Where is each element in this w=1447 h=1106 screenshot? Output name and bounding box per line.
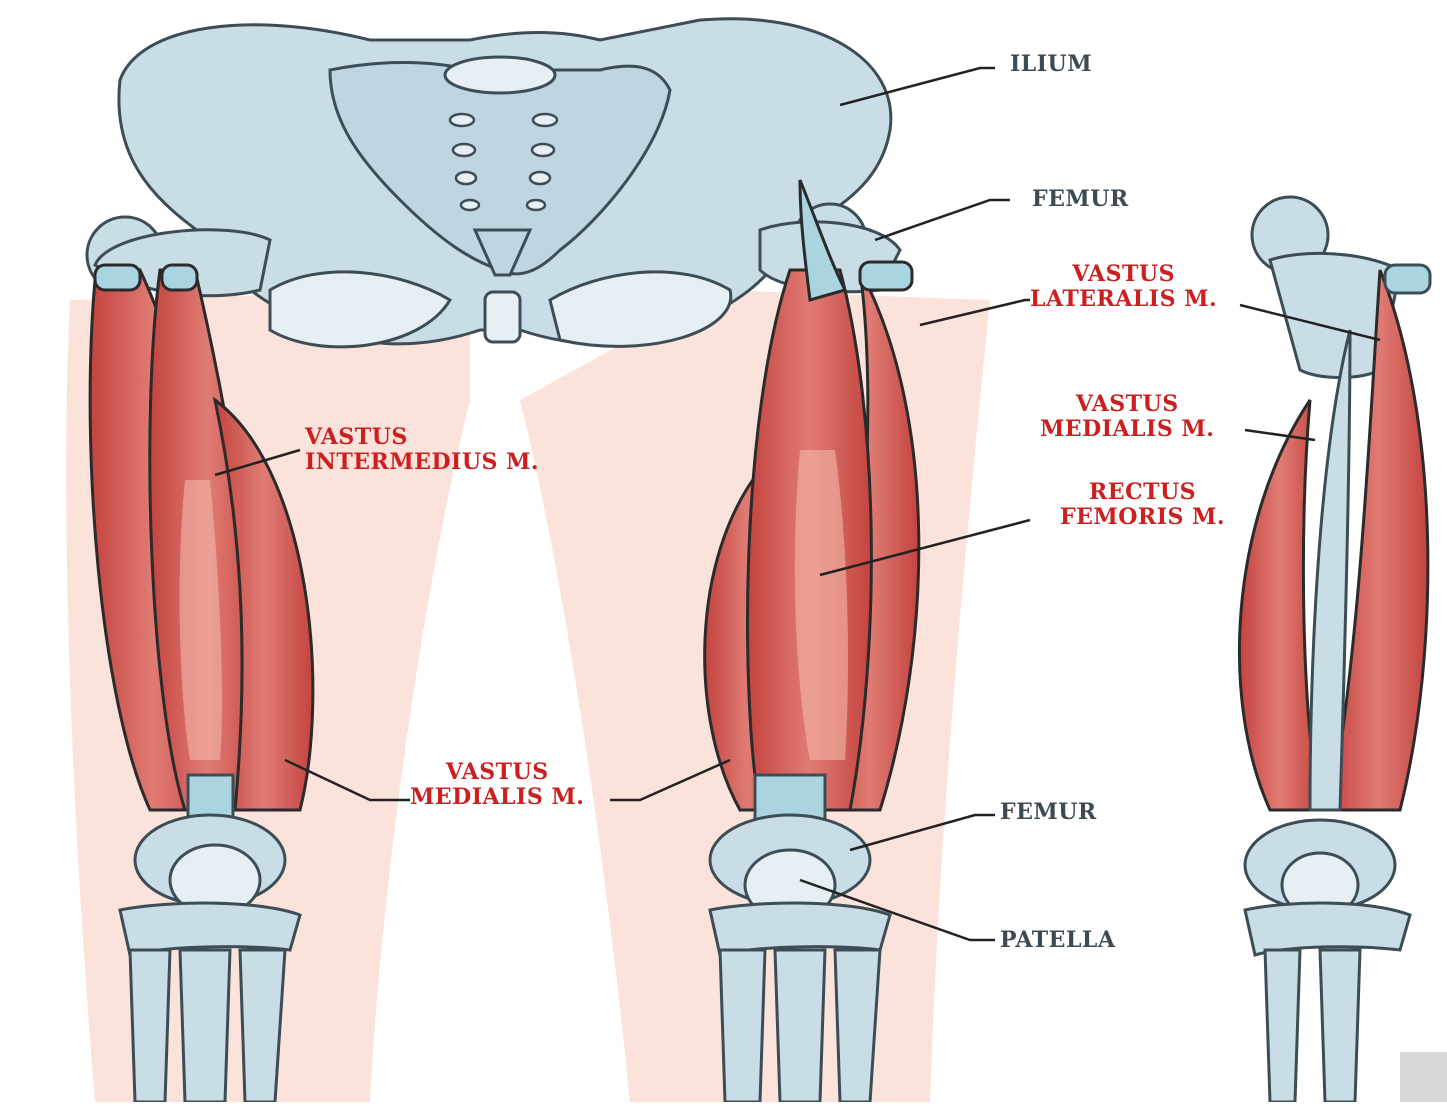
label-vastus-medialis-right: VASTUS MEDIALIS M. <box>1040 392 1214 442</box>
right-leg-side-view <box>1239 197 1430 1102</box>
label-vastus-intermedius: VASTUS INTERMEDIUS M. <box>305 425 539 475</box>
label-rectus-femoris: RECTUS FEMORIS M. <box>1060 480 1225 530</box>
label-femur-top: FEMUR <box>1032 187 1129 212</box>
label-vastus-lateralis: VASTUS LATERALIS M. <box>1030 262 1217 312</box>
label-patella: PATELLA <box>1000 928 1115 953</box>
label-vastus-medialis-center: VASTUS MEDIALIS M. <box>410 760 584 810</box>
label-ilium: ILIUM <box>1010 52 1092 77</box>
corner-overlay-box <box>1400 1052 1447 1102</box>
label-femur-bottom: FEMUR <box>1000 800 1097 825</box>
